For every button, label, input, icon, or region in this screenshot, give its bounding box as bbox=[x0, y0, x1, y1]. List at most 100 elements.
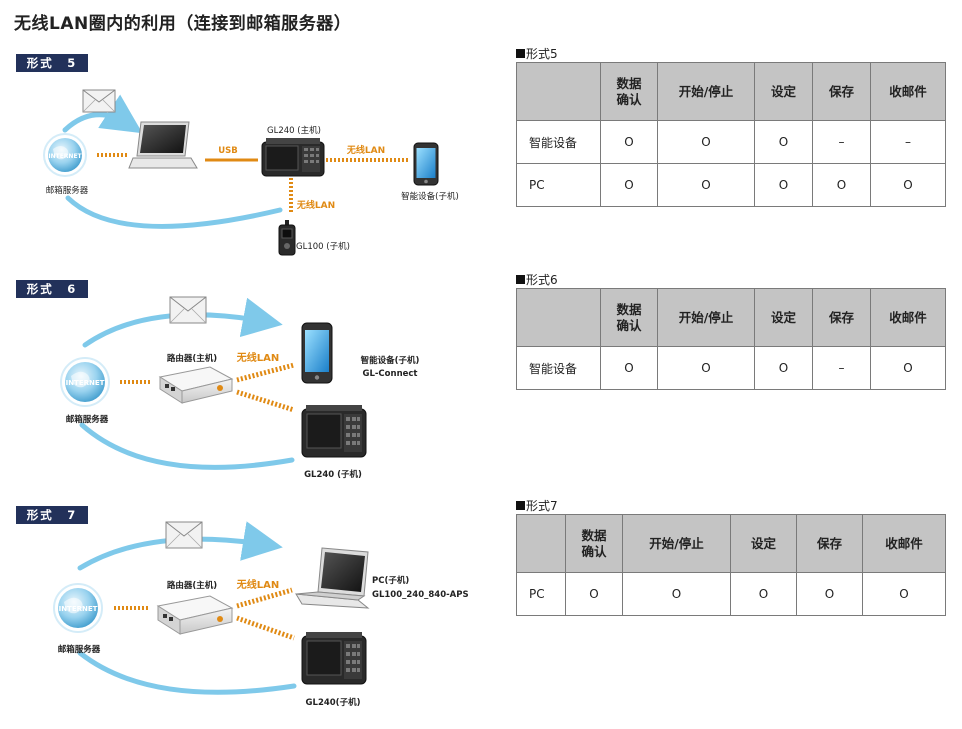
table-header-cell: 收邮件 bbox=[870, 288, 946, 347]
mode-7-diagram: INTERNET 邮箱服务器 路由器(主机) 无线LAN PC(子机) GL10… bbox=[0, 518, 500, 718]
smartphone-icon bbox=[413, 142, 439, 186]
app-label: GL-Connect bbox=[363, 369, 418, 379]
table-cell: O bbox=[754, 120, 813, 164]
mail-server-label: 邮箱服务器 bbox=[58, 644, 101, 655]
internet-label: INTERNET bbox=[48, 153, 82, 160]
table-row-label: 智能设备 bbox=[516, 120, 601, 164]
table-cell: O bbox=[600, 163, 658, 207]
table-cell: O bbox=[657, 120, 755, 164]
table-cell: O bbox=[730, 572, 797, 616]
table-cell: – bbox=[870, 120, 946, 164]
mode-5-bottom-arc bbox=[65, 195, 283, 229]
data-logger-icon bbox=[301, 632, 367, 685]
table-row: 智能设备 O O O – O bbox=[516, 346, 946, 390]
table-cell: O bbox=[870, 346, 946, 390]
square-bullet-icon bbox=[516, 501, 525, 510]
table-row: PC O O O O O bbox=[516, 572, 946, 616]
table-header-cell bbox=[516, 62, 601, 121]
host-label: GL240 (主机) bbox=[267, 125, 321, 136]
table-row-label: 智能设备 bbox=[516, 346, 601, 390]
laptop-icon bbox=[295, 547, 370, 609]
globe-icon: INTERNET bbox=[43, 133, 87, 177]
table-row-label: PC bbox=[516, 163, 601, 207]
internet-label: INTERNET bbox=[66, 379, 105, 387]
table-cell: O bbox=[657, 163, 755, 207]
smart-device-label: 智能设备(子机) bbox=[401, 191, 459, 202]
table-header-cell: 设定 bbox=[754, 288, 813, 347]
handheld-logger-icon bbox=[278, 220, 296, 256]
mode-7-table-block: 形式7 数据 确认 开始/停止 设定 保存 收邮件 PC O O O O O bbox=[516, 499, 946, 616]
mode-7-bottom-arc bbox=[77, 650, 297, 695]
usb-label: USB bbox=[218, 146, 238, 156]
mode-5-table: 数据 确认 开始/停止 设定 保存 收邮件 智能设备 O O O – – PC … bbox=[516, 62, 946, 207]
table-cell: O bbox=[812, 163, 871, 207]
table-header-cell: 保存 bbox=[812, 62, 871, 121]
table-header-row: 数据 确认 开始/停止 设定 保存 收邮件 bbox=[516, 288, 946, 347]
mode-6-bottom-arc bbox=[79, 422, 295, 470]
mode-7-badge: 形式 7 bbox=[16, 506, 88, 524]
square-bullet-icon bbox=[516, 49, 525, 58]
table-header-cell bbox=[516, 514, 566, 573]
internet-label: INTERNET bbox=[59, 605, 98, 613]
mode-6-table-block: 形式6 数据 确认 开始/停止 设定 保存 收邮件 智能设备 O O O – O bbox=[516, 273, 946, 390]
table-cell: O bbox=[600, 120, 658, 164]
wlan-label: 无线LAN bbox=[236, 578, 279, 591]
table-header-cell: 设定 bbox=[730, 514, 797, 573]
data-logger-icon bbox=[301, 405, 367, 458]
laptop-icon bbox=[128, 121, 198, 169]
data-logger-icon bbox=[261, 138, 325, 177]
gl240-label: GL240 (子机) bbox=[304, 469, 362, 480]
envelope-icon bbox=[82, 89, 116, 113]
wlan-label: 无线LAN bbox=[236, 351, 279, 364]
square-bullet-icon bbox=[516, 275, 525, 284]
table-header-cell: 保存 bbox=[796, 514, 863, 573]
table-row-label: PC bbox=[516, 572, 566, 616]
mail-server-label: 邮箱服务器 bbox=[66, 414, 109, 425]
mode-5-table-caption: 形式5 bbox=[516, 47, 946, 61]
envelope-icon bbox=[165, 521, 203, 549]
table-header-cell: 数据 确认 bbox=[600, 62, 658, 121]
table-header-cell: 数据 确认 bbox=[565, 514, 623, 573]
table-cell: – bbox=[812, 346, 871, 390]
app-label: GL100_240_840-APS bbox=[372, 590, 469, 600]
table-header-cell: 数据 确认 bbox=[600, 288, 658, 347]
table-cell: O bbox=[870, 163, 946, 207]
table-cell: O bbox=[754, 163, 813, 207]
mode-6-diagram: INTERNET 邮箱服务器 路由器(主机) 无线LAN 智能设备(子机) GL… bbox=[0, 295, 500, 485]
table-caption-text: 形式7 bbox=[526, 499, 558, 513]
table-cell: O bbox=[565, 572, 623, 616]
router-icon bbox=[158, 366, 234, 404]
globe-icon: INTERNET bbox=[60, 357, 110, 407]
wlan-link-dots bbox=[236, 615, 295, 641]
smart-device-label: 智能设备(子机) bbox=[360, 355, 420, 366]
table-cell: O bbox=[622, 572, 731, 616]
table-cell: O bbox=[600, 346, 658, 390]
wlan-label: 无线LAN bbox=[346, 144, 385, 156]
gl100-label: GL100 (子机) bbox=[296, 241, 350, 252]
table-header-cell: 开始/停止 bbox=[657, 62, 755, 121]
mode-6-badge: 形式 6 bbox=[16, 280, 88, 298]
wlan-label: 无线LAN bbox=[296, 199, 335, 211]
router-icon bbox=[156, 595, 234, 635]
wlan-link-dots bbox=[236, 587, 293, 609]
mode-6-table-caption: 形式6 bbox=[516, 273, 946, 287]
wlan-link-dots bbox=[236, 389, 295, 413]
mail-server-label: 邮箱服务器 bbox=[46, 185, 89, 196]
gl240-label: GL240(子机) bbox=[306, 697, 361, 708]
mode-7-table: 数据 确认 开始/停止 设定 保存 收邮件 PC O O O O O bbox=[516, 514, 946, 616]
mode-7-top-arc bbox=[77, 521, 283, 571]
mode-5-top-arc bbox=[62, 94, 143, 134]
mode-7-table-caption: 形式7 bbox=[516, 499, 946, 513]
table-header-cell bbox=[516, 288, 601, 347]
table-header-row: 数据 确认 开始/停止 设定 保存 收邮件 bbox=[516, 62, 946, 121]
table-header-cell: 收邮件 bbox=[862, 514, 946, 573]
table-cell: O bbox=[754, 346, 813, 390]
page-title: 无线LAN圈内的利用（连接到邮箱服务器） bbox=[14, 14, 352, 34]
table-cell: O bbox=[796, 572, 863, 616]
mode-5-badge: 形式 5 bbox=[16, 54, 88, 72]
table-row: PC O O O O O bbox=[516, 163, 946, 207]
table-header-row: 数据 确认 开始/停止 设定 保存 收邮件 bbox=[516, 514, 946, 573]
table-header-cell: 设定 bbox=[754, 62, 813, 121]
table-cell: O bbox=[657, 346, 755, 390]
envelope-icon bbox=[169, 296, 207, 324]
